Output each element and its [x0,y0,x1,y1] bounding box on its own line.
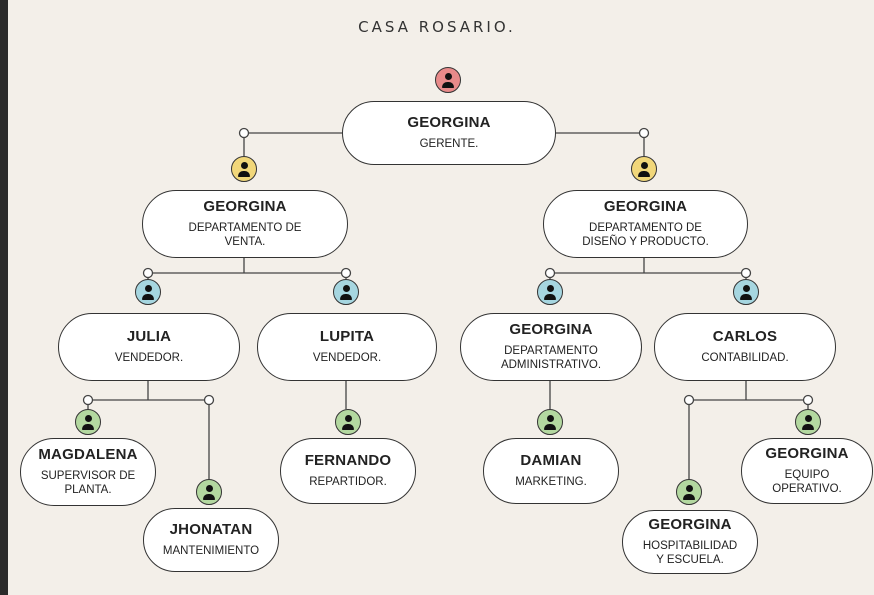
node-name: GEORGINA [509,321,593,339]
person-icon [135,279,161,305]
org-node: CARLOS CONTABILIDAD. [654,313,836,381]
junction-dot [203,394,215,406]
node-role: MARKETING. [515,476,587,489]
org-node: GEORGINA GERENTE. [342,101,556,165]
junction-dot [638,127,650,139]
node-name: FERNANDO [304,452,392,470]
node-name: GEORGINA [203,198,287,216]
node-name: MAGDALENA [38,446,138,464]
node-role: VENDEDOR. [114,352,184,365]
node-name: JULIA [126,328,172,346]
person-icon [537,279,563,305]
org-node: MAGDALENA SUPERVISOR DE PLANTA. [20,438,156,506]
node-role: DEPARTAMENTO DE VENTA. [188,222,302,249]
org-node: GEORGINA EQUIPO OPERATIVO. [741,438,873,504]
org-node: GEORGINA DEPARTAMENTO DE VENTA. [142,190,348,258]
junction-dot [142,267,154,279]
junction-dot [82,394,94,406]
node-role: MANTENIMIENTO [162,545,260,558]
junction-dot [683,394,695,406]
org-node: LUPITA VENDEDOR. [257,313,437,381]
person-icon [231,156,257,182]
node-name: GEORGINA [407,114,491,132]
node-name: JHONATAN [169,521,253,539]
org-node: FERNANDO REPARTIDOR. [280,438,416,504]
junction-dot [802,394,814,406]
org-node: GEORGINA HOSPITABILIDAD Y ESCUELA. [622,510,758,574]
junction-dot [740,267,752,279]
node-name: DAMIAN [520,452,582,470]
node-role: HOSPITABILIDAD Y ESCUELA. [642,540,738,567]
org-node: GEORGINA DEPARTAMENTO DE DISEÑO Y PRODUCT… [543,190,748,258]
node-role: REPARTIDOR. [309,476,387,489]
node-role: CONTABILIDAD. [701,352,789,365]
node-name: LUPITA [319,328,375,346]
node-role: VENDEDOR. [312,352,382,365]
person-icon [333,279,359,305]
node-name: GEORGINA [603,198,688,216]
person-icon [676,479,702,505]
node-role: SUPERVISOR DE PLANTA. [40,470,136,497]
org-node: DAMIAN MARKETING. [483,438,619,504]
chart-title: CASA ROSARIO. [358,18,516,36]
junction-dot [340,267,352,279]
person-icon [196,479,222,505]
node-name: GEORGINA [648,516,732,534]
org-node: JULIA VENDEDOR. [58,313,240,381]
person-icon [435,67,461,93]
node-role: DEPARTAMENTO DE DISEÑO Y PRODUCTO. [582,222,709,249]
node-name: GEORGINA [765,445,849,463]
person-icon [537,409,563,435]
node-role: DEPARTAMENTO ADMINISTRATIVO. [500,345,602,372]
org-node: JHONATAN MANTENIMIENTO [143,508,279,572]
person-icon [795,409,821,435]
person-icon [733,279,759,305]
node-role: EQUIPO OPERATIVO. [772,469,842,496]
node-name: CARLOS [712,328,778,346]
junction-dot [544,267,556,279]
person-icon [335,409,361,435]
person-icon [631,156,657,182]
org-node: GEORGINA DEPARTAMENTO ADMINISTRATIVO. [460,313,642,381]
person-icon [75,409,101,435]
node-role: GERENTE. [419,138,479,151]
junction-dot [238,127,250,139]
